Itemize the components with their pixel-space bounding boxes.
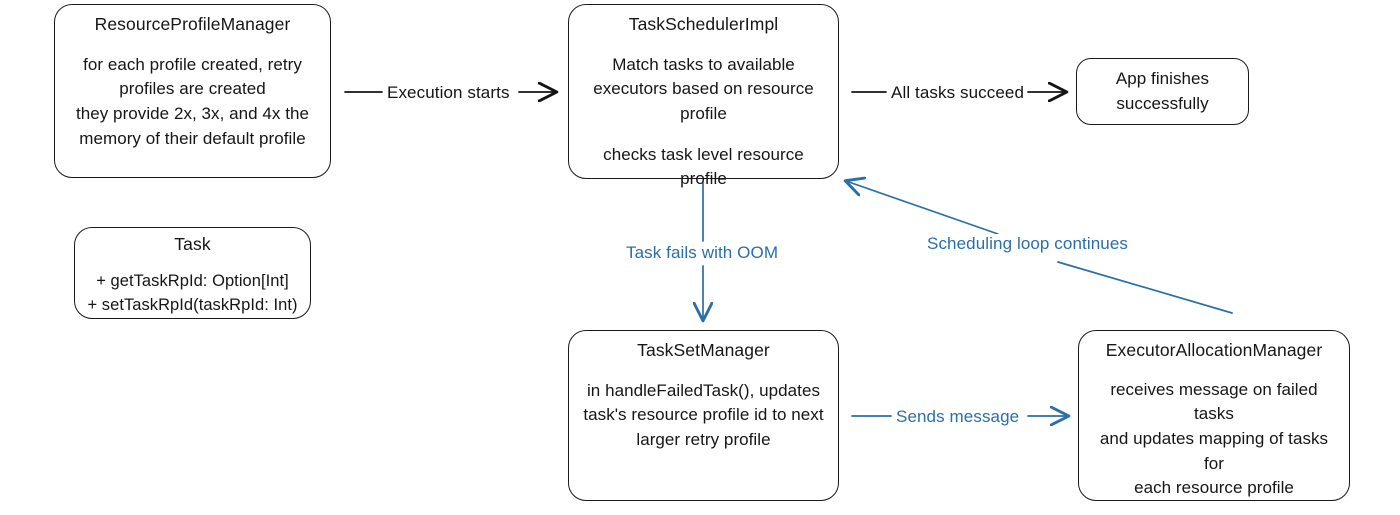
node-body: in handleFailedTask(), updates task's re… bbox=[583, 380, 824, 449]
edge-label-scheduling-loop-continues: Scheduling loop continues bbox=[924, 234, 1131, 255]
node-title: TaskSetManager bbox=[637, 340, 770, 360]
node-app-finishes[interactable]: App finishes successfully bbox=[1076, 58, 1249, 125]
edge-label-sends-message: Sends message bbox=[893, 407, 1023, 428]
node-body: Match tasks to available executors based… bbox=[593, 54, 814, 123]
node-body: App finishes successfully bbox=[1115, 68, 1210, 113]
edge-label-execution-starts: Execution starts bbox=[384, 83, 513, 104]
node-title: TaskSchedulerImpl bbox=[628, 14, 779, 34]
node-resource-profile-manager[interactable]: ResourceProfileManager for each profile … bbox=[54, 4, 331, 178]
node-title: ResourceProfileManager bbox=[94, 14, 291, 34]
node-task-set-manager[interactable]: TaskSetManager in handleFailedTask(), up… bbox=[568, 330, 839, 501]
node-body: receives message on failed tasks and upd… bbox=[1099, 379, 1329, 498]
node-body: for each profile created, retry profiles… bbox=[75, 54, 310, 148]
node-body: + getTaskRpId: Option[Int] + setTaskRpId… bbox=[87, 271, 298, 315]
node-title: Task bbox=[174, 234, 211, 254]
edge-label-task-fails-oom: Task fails with OOM bbox=[623, 243, 782, 264]
node-task[interactable]: Task + getTaskRpId: Option[Int] + setTas… bbox=[74, 227, 311, 319]
node-executor-allocation-manager[interactable]: ExecutorAllocationManager receives messa… bbox=[1078, 330, 1350, 501]
edge-label-all-tasks-succeed: All tasks succeed bbox=[888, 83, 1028, 104]
node-task-scheduler-impl[interactable]: TaskSchedulerImpl Match tasks to availab… bbox=[568, 4, 839, 188]
node-body-secondary: checks task level resource profile bbox=[603, 144, 804, 189]
node-title: ExecutorAllocationManager bbox=[1105, 340, 1323, 360]
